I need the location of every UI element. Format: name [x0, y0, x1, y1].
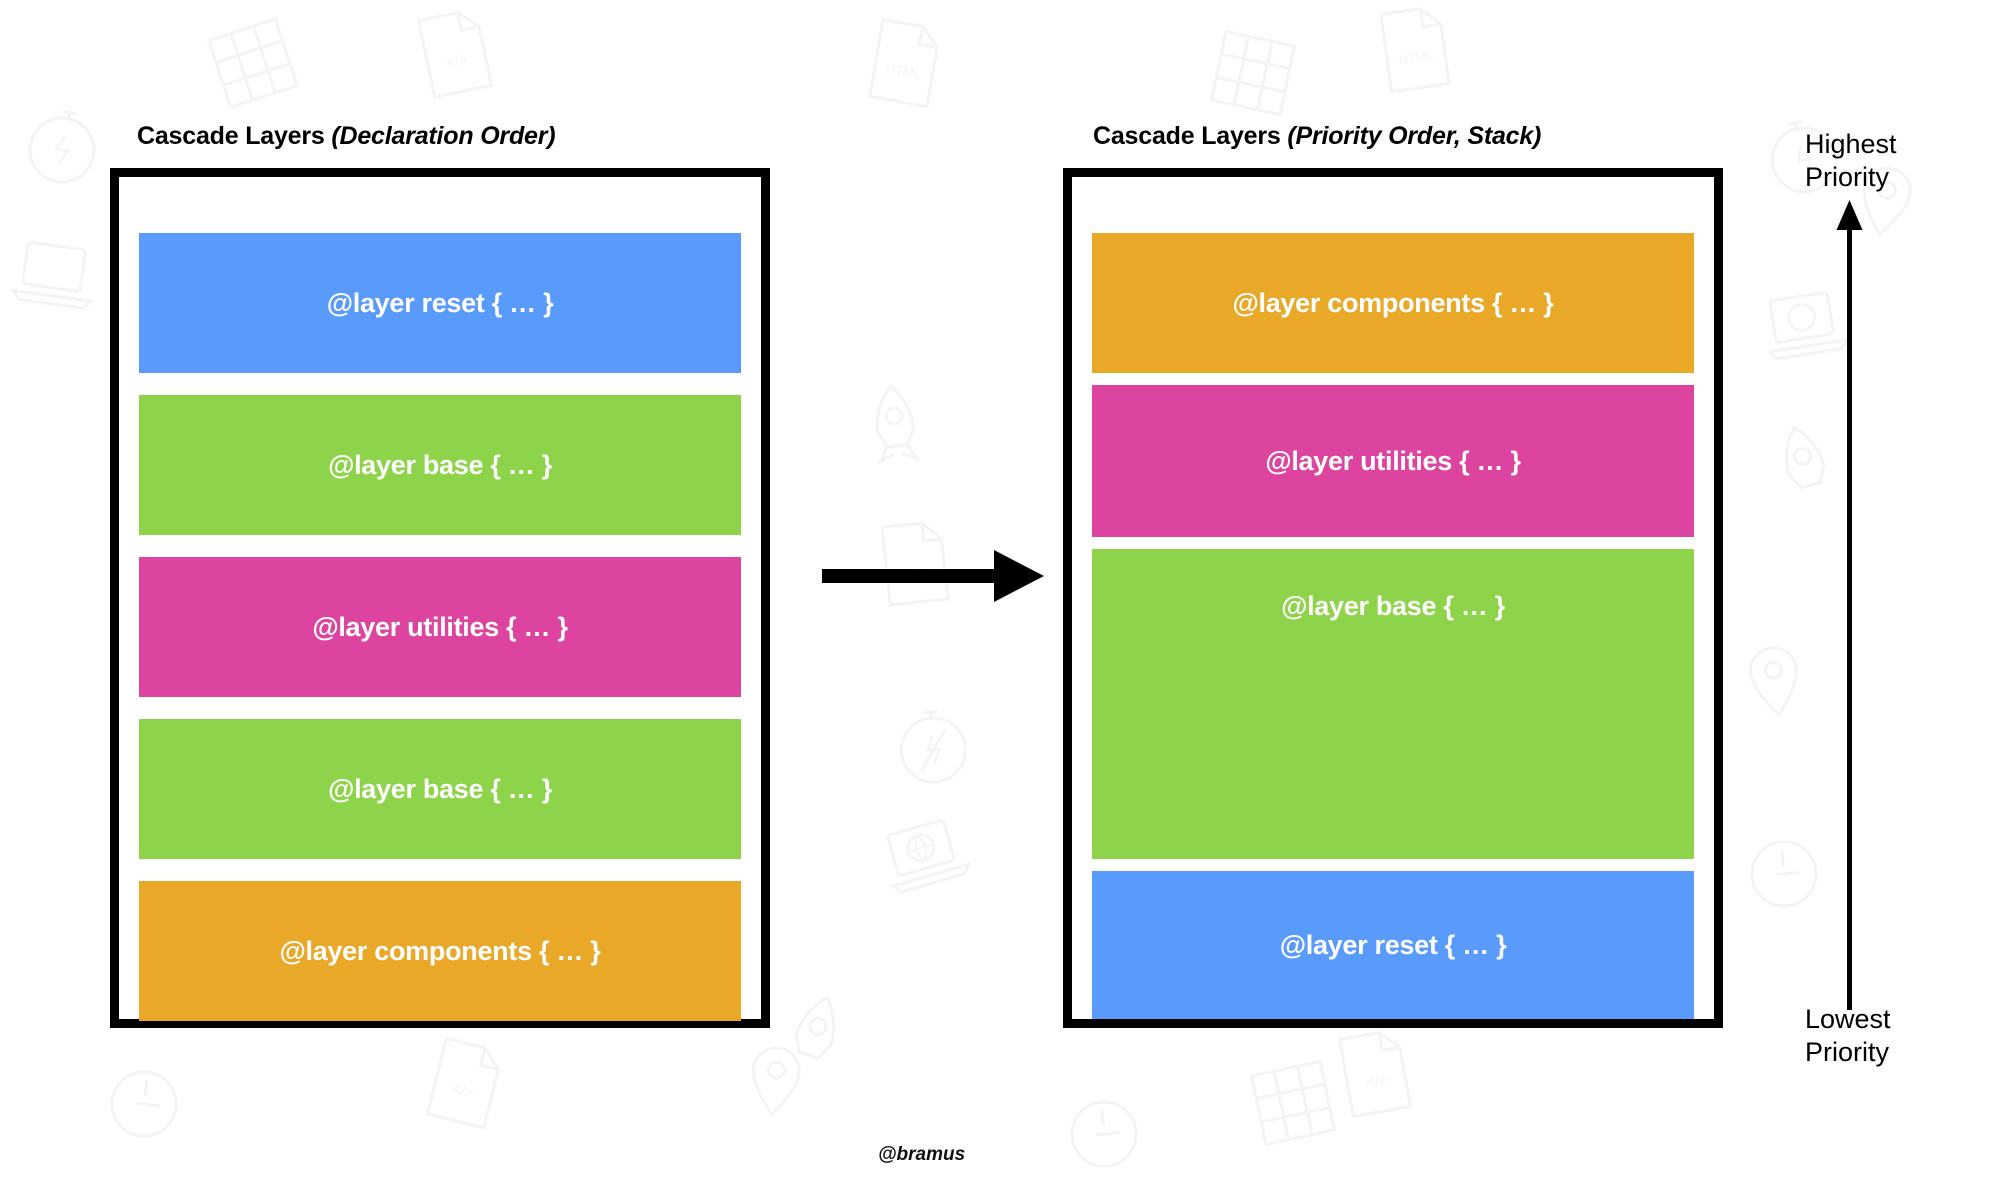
right-panel-title-note: (Priority Order, Stack): [1287, 122, 1542, 150]
rocket-icon: [855, 377, 934, 474]
laptop-icon: [6, 234, 105, 316]
svg-text:HTML: HTML: [885, 61, 922, 82]
right-panel-title: Cascade Layers (Priority Order, Stack): [1093, 122, 1541, 151]
html-file-icon: HTML: [863, 15, 947, 112]
html-file-icon: HTML: [1374, 2, 1455, 97]
refresh-icon: [1056, 1086, 1151, 1181]
layer-label: @layer reset { … }: [1279, 929, 1507, 960]
declaration-order-container: @layer reset { … } @layer base { … } @laye…: [110, 168, 770, 1028]
refresh-icon: [95, 1055, 193, 1153]
stopwatch-icon: [12, 92, 115, 198]
priority-order-layer-list: @layer components { … } @layer utilities …: [1092, 177, 1694, 1019]
layer-bar-reset[interactable]: @layer reset { … }: [1092, 871, 1694, 1019]
left-panel-title-main: Cascade Layers: [137, 122, 332, 150]
layer-label: @layer components { … }: [279, 935, 601, 966]
map-pin-icon: [736, 1037, 815, 1130]
priority-direction-arrow-icon: [1828, 200, 1872, 1010]
transform-arrow-icon: [822, 546, 1044, 606]
layer-bar-reset[interactable]: @layer reset { … }: [139, 233, 741, 373]
layer-bar-utilities[interactable]: @layer utilities { … }: [1092, 385, 1694, 537]
rocket-icon: [768, 981, 862, 1088]
refresh-icon: [1736, 826, 1831, 921]
layer-bar-base[interactable]: @layer base { … }: [139, 395, 741, 535]
svg-text:</>: </>: [450, 1080, 475, 1102]
author-credit: @bramus: [878, 1144, 966, 1165]
grid-icon: [199, 9, 307, 117]
layer-label: @layer components { … }: [1232, 287, 1554, 318]
layer-label: @layer utilities { … }: [312, 611, 568, 642]
layer-bar-components[interactable]: @layer components { … }: [1092, 233, 1694, 373]
layer-bar-components[interactable]: @layer components { … }: [139, 881, 741, 1021]
layer-label: @layer utilities { … }: [1265, 445, 1521, 476]
grid-icon: [1242, 1052, 1344, 1154]
right-panel-title-main: Cascade Layers: [1093, 122, 1288, 150]
layer-label: @layer base { … }: [1281, 591, 1505, 621]
layer-label: @layer base { … }: [328, 773, 552, 804]
priority-order-container: @layer components { … } @layer utilities …: [1063, 168, 1723, 1028]
layer-label: @layer reset { … }: [326, 287, 554, 318]
html-file-icon: </>: [412, 4, 498, 103]
highest-priority-label: Highest Priority: [1805, 129, 1897, 193]
map-pin-icon: [1735, 636, 1815, 730]
svg-text:</>: </>: [444, 51, 469, 72]
grid-icon: [1202, 22, 1304, 124]
svg-text:HTML: HTML: [1398, 48, 1435, 68]
html-file-icon: </>: [421, 1033, 510, 1133]
declaration-order-layer-list: @layer reset { … } @layer base { … } @laye…: [139, 177, 741, 1021]
stopwatch-icon: [887, 697, 979, 793]
html-file-icon: </>: [1333, 1025, 1417, 1122]
left-panel-title-note: (Declaration Order): [331, 122, 556, 150]
layer-bar-utilities[interactable]: @layer utilities { … }: [139, 557, 741, 697]
lowest-priority-label: Lowest Priority: [1805, 1004, 1891, 1068]
svg-text:</>: </>: [1364, 1071, 1389, 1092]
layer-bar-base[interactable]: @layer base { … }: [139, 719, 741, 859]
layer-label: @layer base { … }: [328, 449, 552, 480]
laptop-icon: [872, 809, 978, 901]
left-panel-title: Cascade Layers (Declaration Order): [137, 122, 556, 151]
layer-bar-base[interactable]: @layer base { … }: [1092, 549, 1694, 859]
